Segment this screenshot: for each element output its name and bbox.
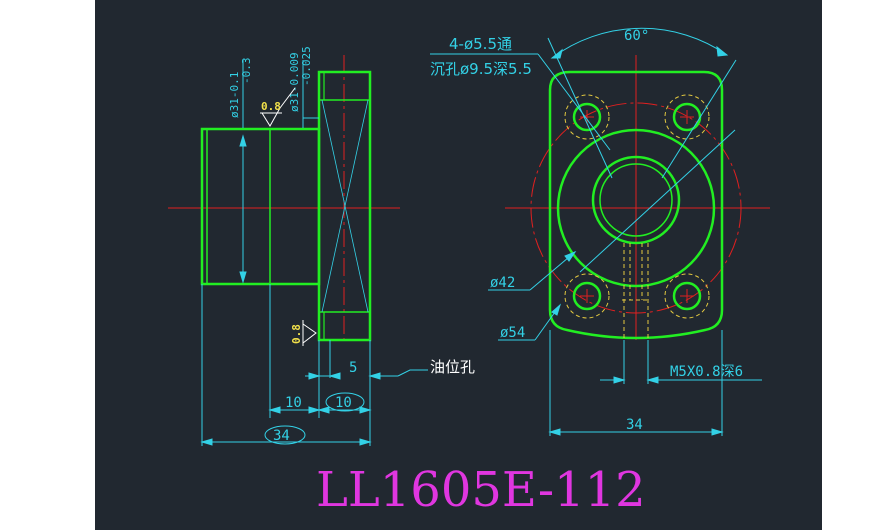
oil-hole-hidden (622, 243, 650, 340)
tol-outer-lower: -0.3 (240, 58, 253, 85)
front-dims (430, 27, 762, 436)
dia-42-label: ø42 (490, 275, 515, 291)
flange-cross (321, 99, 369, 313)
roughness-symbol-top (260, 87, 296, 127)
side-vertical-dims (239, 60, 319, 284)
flange-outline (317, 70, 372, 342)
dim-34-box (264, 425, 306, 445)
thread-note: M5X0.8深6 (670, 364, 743, 380)
oil-hole-label: 油位孔 (430, 358, 475, 376)
dia-54-label: ø54 (500, 325, 525, 341)
side-view: ø31-0.1 -0.3 ø31-0.009 -0.025 0.8 0.8 (168, 46, 475, 446)
roughness-left-value: 0.8 (290, 324, 303, 344)
roughness-top-value: 0.8 (261, 100, 281, 113)
bolt-holes (564, 94, 710, 319)
front-center-lines (505, 55, 770, 340)
body-outline (200, 127, 321, 286)
roughness-symbol-left (302, 320, 317, 346)
outer-ring-circle (556, 128, 716, 288)
dim-10a: 10 (285, 395, 302, 411)
flange-body (548, 70, 724, 340)
dim-10b: 10 (335, 395, 352, 411)
bore-inner-circle (599, 163, 673, 237)
dim-34: 34 (273, 428, 290, 444)
drawing-title: LL1605E-112 (316, 462, 646, 518)
tol-flange-label: ø31-0.009 (288, 52, 301, 112)
angle-60: 60° (624, 28, 649, 44)
side-horizontal-dims (200, 284, 428, 446)
tol-outer-label: ø31-0.1 (228, 72, 241, 118)
tol-flange-lower: -0.025 (300, 46, 313, 86)
dim-10b-box (325, 392, 365, 412)
front-view: 4-ø5.5通 沉孔ø9.5深5.5 60° ø42 ø54 M5X0.8深6 … (430, 27, 770, 436)
hole-note-1: 4-ø5.5通 (449, 35, 512, 53)
width-34-label: 34 (626, 417, 643, 433)
hole-note-2: 沉孔ø9.5深5.5 (430, 60, 532, 78)
dim-5: 5 (349, 360, 357, 376)
bore-circle (591, 155, 681, 245)
